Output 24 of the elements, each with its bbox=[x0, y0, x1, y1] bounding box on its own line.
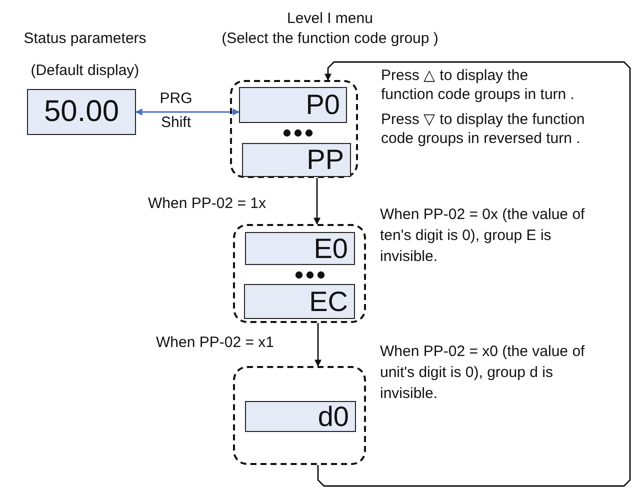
dashed-group-frame bbox=[233, 224, 366, 323]
node-heading: (Default display) bbox=[30, 61, 140, 81]
display-screen: EC bbox=[244, 284, 355, 319]
node-heading: (Select the function code group ) bbox=[220, 29, 440, 49]
display-screen: 50.00 bbox=[27, 89, 136, 135]
arrow bbox=[314, 323, 322, 367]
arrow bbox=[135, 108, 240, 116]
arrow bbox=[314, 178, 320, 225]
display-screen: PP bbox=[242, 143, 351, 177]
display-screen: E0 bbox=[245, 232, 355, 265]
note-text: When PP-02 = 0x (the value of ten's digit is 0), group E is invisible. bbox=[380, 205, 585, 267]
node-heading: Level I menu bbox=[286, 9, 374, 29]
dashed-group-frame bbox=[233, 366, 366, 465]
arrow bbox=[317, 61, 631, 487]
note-text: Press ▽ to display the function code groups in reversed turn . bbox=[381, 110, 586, 148]
edge-label: When PP-02 = 1x bbox=[148, 194, 267, 214]
node-heading: Status parameters bbox=[22, 29, 148, 49]
display-screen: d0 bbox=[245, 401, 356, 432]
display-screen: P0 bbox=[239, 87, 347, 123]
note-text: Press △ to display the function code groups in turn . bbox=[381, 66, 576, 104]
edge-label: When PP-02 = x1 bbox=[156, 333, 275, 353]
edge-label: PRG Shift bbox=[158, 89, 194, 133]
note-text: When PP-02 = x0 (the value of unit's digit is 0), group d is invisible. bbox=[380, 342, 585, 404]
dashed-group-frame bbox=[230, 80, 358, 178]
